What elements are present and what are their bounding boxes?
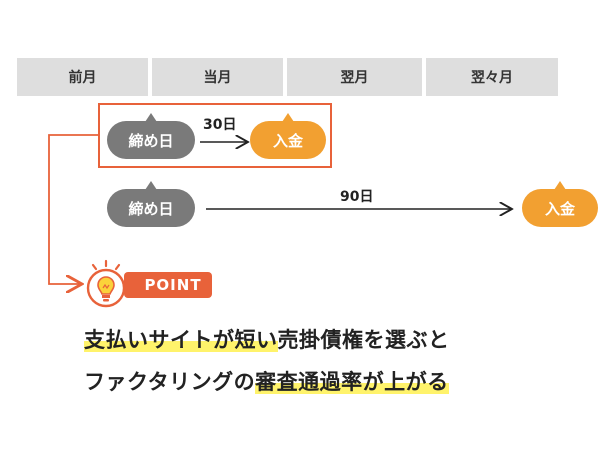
header-cell-month-after-next: 翌々月: [426, 58, 558, 96]
payment-label-2: 入金: [544, 199, 575, 218]
payment-label-1: 入金: [272, 131, 303, 150]
point-connector: [48, 134, 98, 284]
highlight-box-short-term: [98, 103, 332, 168]
closing-date-pill-1: 締め日: [107, 113, 195, 159]
conclusion-line-1-rest: 売掛債権を選ぶと: [277, 328, 450, 352]
month-header-row: 前月 当月 翌月 翌々月: [17, 58, 558, 96]
closing-date-label-2: 締め日: [128, 199, 174, 218]
header-cell-prev-month: 前月: [17, 58, 148, 96]
conclusion-line-2: ファクタリングの審査通過率が上がる: [84, 366, 449, 396]
lightbulb-icon: [82, 258, 138, 312]
closing-date-label-1: 締め日: [128, 131, 174, 150]
conclusion-line-2-highlight: 審査通過率が上がる: [255, 370, 449, 394]
payment-pill-1: 入金: [250, 113, 326, 159]
conclusion-line-1-highlight: 支払いサイトが短い: [84, 328, 278, 352]
point-badge-label: POINT: [144, 276, 202, 294]
conclusion-line-2-prefix: ファクタリングの: [84, 370, 256, 394]
conclusion-line-1: 支払いサイトが短い売掛債権を選ぶと: [84, 324, 450, 354]
payment-pill-2: 入金: [522, 181, 598, 227]
header-cell-current-month: 当月: [152, 58, 283, 96]
point-badge: POINT: [124, 272, 212, 298]
header-cell-next-month: 翌月: [287, 58, 422, 96]
interval-label-30: 30日: [203, 117, 237, 133]
interval-label-90: 90日: [340, 189, 374, 205]
closing-date-pill-2: 締め日: [107, 181, 195, 227]
